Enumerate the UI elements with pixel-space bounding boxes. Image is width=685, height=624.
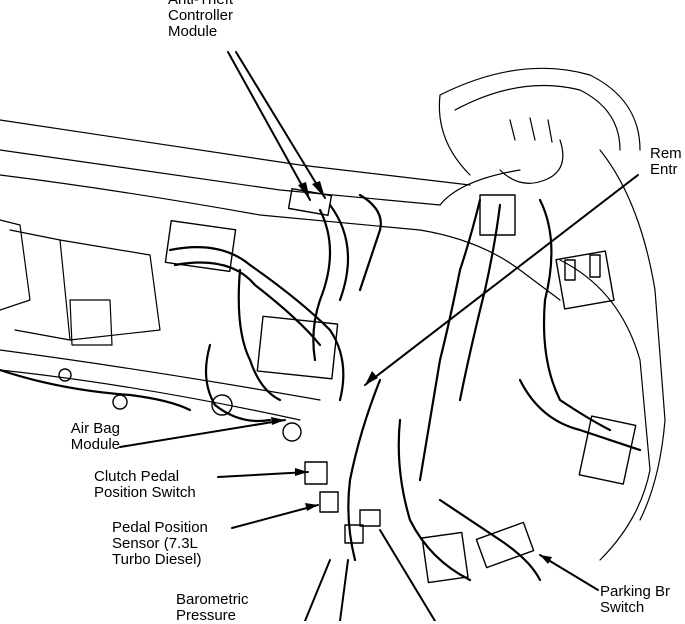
label-line: Barometric: [176, 591, 249, 608]
label-line: Entr: [650, 161, 678, 178]
label-line: Clutch Pedal: [94, 468, 180, 485]
label-clutch-pedal-position-switch: Clutch Pedal Position Switch: [94, 469, 196, 501]
anti-theft-module-box: [164, 220, 237, 273]
arrowheads: [271, 181, 552, 564]
label-parking-brake-switch: Parking Br Switch: [600, 584, 670, 616]
steering-column: [438, 67, 641, 184]
wiring-harness: [0, 193, 642, 582]
label-line: Pressure: [176, 607, 237, 624]
label-line: Pedal Position: [112, 519, 208, 536]
label-line: Rem: [650, 145, 682, 162]
label-line: Sensor (7.3L: [112, 535, 198, 552]
label-line: Parking Br: [600, 583, 671, 600]
label-line: Air Bag: [70, 420, 120, 437]
components: [58, 187, 637, 584]
label-line: Anti-Theft: [168, 0, 233, 8]
dashboard-outline: [0, 119, 666, 561]
label-barometric-pressure: Barometric Pressure: [176, 592, 249, 624]
label-air-bag-module: Air Bag Module: [40, 421, 120, 453]
label-line: Module: [168, 23, 218, 40]
label-line: Module: [70, 436, 120, 453]
label-pedal-position-sensor: Pedal Position Sensor (7.3L Turbo Diesel…: [112, 520, 208, 568]
label-line: Switch: [600, 599, 645, 616]
label-line: Turbo Diesel): [112, 551, 202, 568]
label-line: Position Switch: [94, 484, 196, 501]
label-remote-entry: Rem Entr: [650, 146, 682, 178]
label-line: Controller: [168, 7, 234, 24]
label-anti-theft-controller-module: Anti-Theft Controller Module: [168, 0, 233, 40]
